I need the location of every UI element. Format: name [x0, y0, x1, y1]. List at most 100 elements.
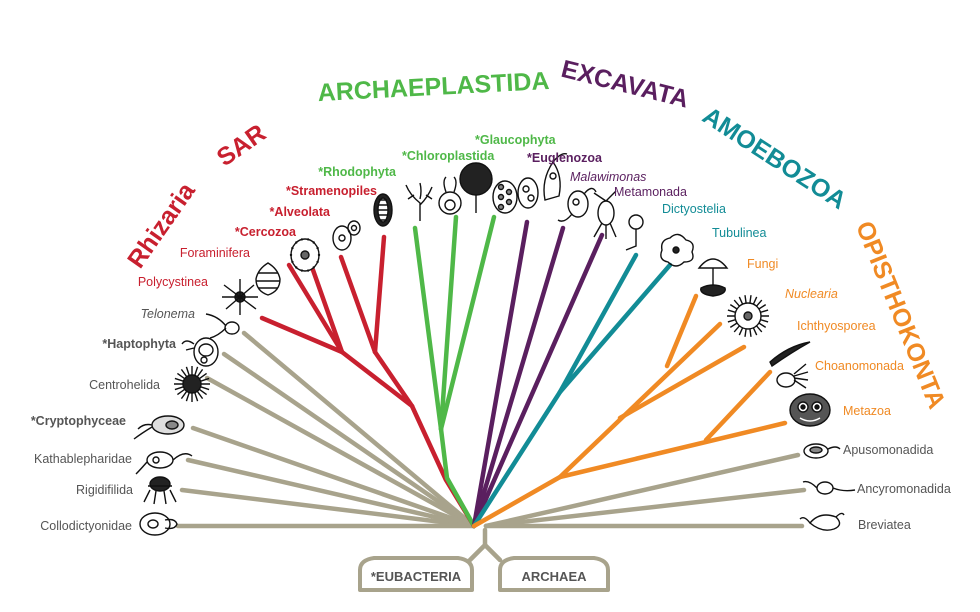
taxon-apusomonadida: Apusomonadida [843, 443, 933, 457]
haptophyta-icon [181, 337, 219, 367]
branch-ancyromonadida [483, 487, 807, 529]
taxon-nuclearia: Nuclearia [785, 287, 838, 301]
branch-holozoa [557, 420, 788, 480]
metazoa-icon [789, 393, 831, 427]
taxon-centrohelida: Centrohelida [89, 378, 160, 392]
centrohelida-icon [174, 366, 210, 402]
taxon-ichthyosporea: Ichthyosporea [797, 319, 876, 333]
branch-euglenozoa [471, 219, 530, 529]
branch-ichthyosporea [617, 344, 747, 421]
branch-foraminifera [310, 267, 345, 355]
branch-metamonada [471, 232, 605, 529]
choanomonada-icon [776, 363, 809, 389]
taxon-alveolata: *Alveolata [270, 205, 331, 219]
taxon-breviatea: Breviatea [858, 518, 911, 532]
root-branch-archaea [482, 542, 503, 563]
branch-archaeplastida-stem [438, 426, 477, 529]
cercozoa-icon [289, 238, 321, 272]
branch-kathablepharidae [185, 457, 477, 529]
taxon-collodictyonidae: Collodictyonidae [40, 519, 132, 533]
chloroplastida-icon [438, 176, 462, 215]
taxon-euglenozoa: *Euglenozoa [527, 151, 603, 165]
rhodophyta-icon [405, 182, 433, 221]
taxon-glaucophyta: *Glaucophyta [475, 133, 557, 147]
branch-opisthokonta-stem [471, 474, 563, 529]
fungi-icon [697, 258, 729, 297]
taxon-metazoa: Metazoa [843, 404, 891, 418]
branch-malawimonas [471, 225, 566, 529]
supergroup-archaeplastida: ARCHAEPLASTIDA [317, 67, 550, 107]
metamonada-icon [593, 190, 617, 239]
branch-dictyostelia [557, 252, 639, 395]
taxon-haptophyta: *Haptophyta [102, 337, 177, 351]
taxon-tubulinea: Tubulinea [712, 226, 766, 240]
apusomonadida-icon [803, 443, 841, 459]
branch-alveolata [338, 254, 378, 355]
branch-amoebozoa-stem [471, 389, 563, 529]
taxon-cercozoa: *Cercozoa [235, 225, 297, 239]
branch-chloroplastida [438, 214, 459, 432]
taxon-ancyromonadida: Ancyromonadida [857, 482, 951, 496]
taxon-kathablepharidae: Kathablepharidae [34, 452, 132, 466]
branch-stramenopiles [372, 234, 387, 355]
ancyromonadida-icon [802, 480, 856, 495]
taxon-metamonada: Metamonada [614, 185, 687, 199]
collodictyonidae-icon [139, 512, 178, 536]
taxon-foraminifera: Foraminifera [180, 246, 250, 260]
alveolata-icon [332, 220, 361, 251]
supergroup-opisthokonta: OPISTHOKONTA [850, 217, 951, 413]
rigidifilida-icon [143, 476, 177, 505]
stramenopiles-icon [373, 193, 393, 227]
foraminifera-icon [255, 262, 281, 296]
taxon-stramenopiles: *Stramenopiles [286, 184, 377, 198]
branch-cercozoa [286, 262, 345, 355]
branch-apusomonadida [483, 452, 801, 529]
taxon-fungi: Fungi [747, 257, 778, 271]
taxon-rigidifilida: Rigidifilida [76, 483, 133, 497]
eubacteria-box: *EUBACTERIA [358, 556, 474, 592]
polycystinea-icon [222, 279, 258, 315]
glaucophyta-icon [492, 180, 518, 214]
branch-telonema [241, 330, 477, 529]
kathablepharidae-icon [135, 451, 193, 475]
malawimonas-icon [557, 187, 597, 222]
breviatea-icon [799, 512, 845, 531]
taxon-rhodophyta: *Rhodophyta [318, 165, 397, 179]
branch-fungi [664, 293, 699, 369]
supergroup-sar: SAR [212, 119, 271, 172]
branch-tubulinea [557, 262, 673, 395]
euglenozoa-icon [543, 152, 568, 201]
chloroplastida-tree-icon [459, 162, 493, 213]
branch-glaucophyta [438, 214, 497, 432]
supergroup-amoebozoa: AMOEBOZOA [697, 102, 851, 216]
branch-choanomonada [703, 369, 773, 443]
archaea-box-label: ARCHAEA [522, 569, 588, 584]
supergroup-excavata: EXCAVATA [558, 55, 691, 114]
cryptophyceae-icon [133, 415, 185, 440]
organism-illustrations [133, 152, 856, 536]
branch-rigidifilida [179, 487, 477, 529]
branch-rhodophyta [412, 225, 444, 432]
branch-holomycota [557, 321, 723, 480]
taxon-malawimonas: Malawimonas [570, 170, 646, 184]
dictyostelia-icon [625, 214, 644, 251]
nuclearia-icon [727, 295, 769, 337]
branch-centrohelida [204, 375, 477, 529]
root-boxes: *EUBACTERIA ARCHAEA [358, 556, 610, 592]
telonema-icon [205, 313, 240, 339]
taxon-chloroplastida: *Chloroplastida [402, 149, 495, 163]
eubacteria-box-label: *EUBACTERIA [371, 569, 462, 584]
branch-rhizaria [339, 349, 415, 409]
taxon-cryptophyceae: *Cryptophyceae [31, 414, 126, 428]
taxon-choanomonada: Choanomonada [815, 359, 904, 373]
taxon-polycystinea: Polycystinea [138, 275, 208, 289]
branch-haptophyta [221, 351, 477, 529]
ichthyosporea-icon [769, 341, 811, 368]
glaucophyta-2-icon [517, 177, 539, 209]
branch-sa [372, 349, 415, 409]
taxon-dictyostelia: Dictyostelia [662, 202, 726, 216]
tubulinea-icon [660, 233, 694, 267]
